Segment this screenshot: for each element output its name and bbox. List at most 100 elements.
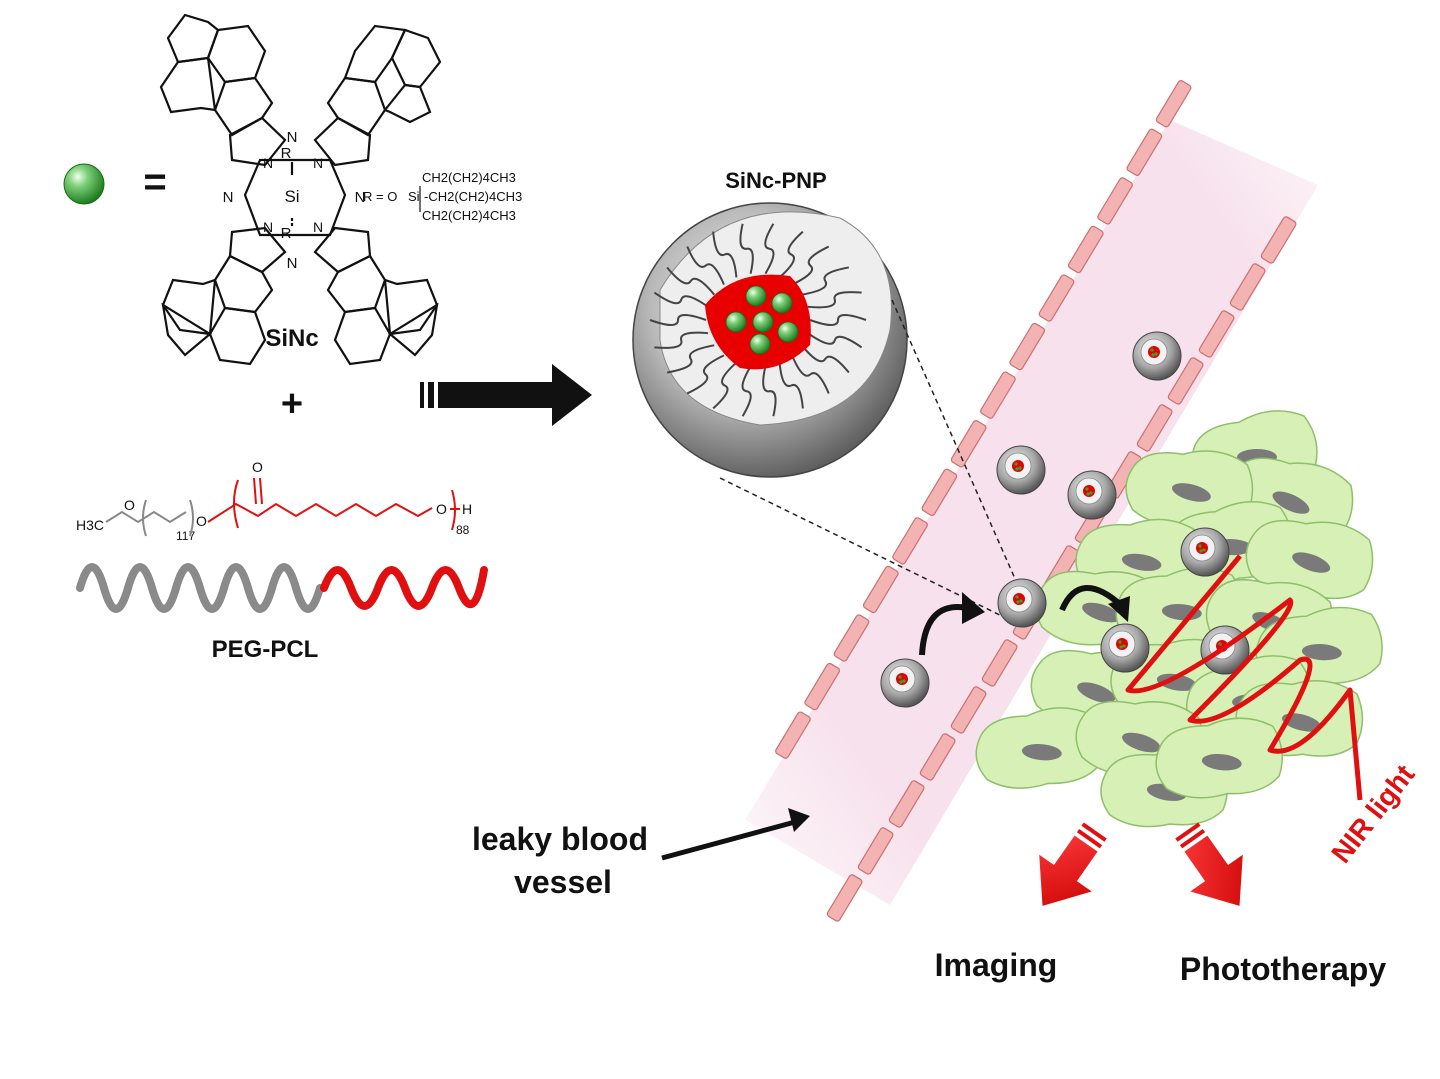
- polymer-chain: [809, 314, 867, 326]
- polymer-chain: [739, 223, 754, 274]
- svg-text:Si: Si: [408, 189, 420, 204]
- vessel-label-line1: leaky blood: [472, 821, 648, 857]
- polymer-chain: [778, 230, 804, 279]
- polymer-chain: [649, 314, 707, 326]
- np-sinc-dot: [1199, 549, 1203, 553]
- extravasation-arrows: [919, 585, 1125, 656]
- svg-text:R: R: [281, 145, 292, 162]
- vessel-wall-segment: [1155, 80, 1192, 128]
- svg-text:N: N: [287, 129, 298, 146]
- sinc-molecule: [771, 292, 793, 314]
- vessel-wall-segment: [1136, 404, 1173, 452]
- small-nanoparticle: [1132, 331, 1182, 381]
- vessel-wall-segment: [892, 517, 928, 565]
- small-nanoparticle: [997, 578, 1047, 628]
- np-sinc-dot: [1085, 487, 1089, 491]
- phototherapy-arrow: [1175, 822, 1243, 906]
- vessel-wall-segment: [1126, 128, 1163, 176]
- vessel-wall-segment: [921, 468, 958, 516]
- vessel-walls: [775, 80, 1297, 922]
- phototherapy-label: Phototherapy: [1180, 951, 1386, 987]
- svg-text:N: N: [263, 155, 273, 171]
- np-sinc-dot: [1150, 348, 1154, 352]
- vessel-wall-segment: [1067, 225, 1104, 274]
- cell-nucleus: [1201, 753, 1242, 771]
- vessel-wall-segment: [919, 733, 956, 781]
- svg-text:O: O: [196, 513, 207, 529]
- vessel-wall-segment: [950, 686, 987, 734]
- vessel-wall-segment: [857, 827, 894, 875]
- polymer-chain: [800, 344, 850, 374]
- cell-nucleus: [1301, 644, 1342, 661]
- imaging-arrow: [1039, 822, 1107, 906]
- polymer-chain: [807, 291, 862, 309]
- vessel-wall-segment: [862, 565, 899, 614]
- nanoparticle-label: SiNc-PNP: [725, 168, 826, 193]
- vessel-wall-segment: [888, 780, 925, 828]
- svg-text:O: O: [124, 497, 135, 513]
- np-sinc-dot: [1016, 600, 1020, 604]
- nir-light-label: NIR light: [1325, 759, 1420, 869]
- svg-text:CH2(CH2)4CH3: CH2(CH2)4CH3: [422, 208, 516, 223]
- np-sinc-dot: [1154, 352, 1158, 356]
- small-nanoparticle: [1100, 623, 1150, 673]
- np-sinc-dot: [1122, 644, 1126, 648]
- svg-text:Si: Si: [284, 187, 299, 206]
- sinc-ball-icon: [63, 163, 105, 205]
- svg-text:R: R: [281, 225, 292, 242]
- small-nanoparticle: [996, 445, 1046, 495]
- svg-text:H3C: H3C: [76, 517, 104, 533]
- np-sinc-dot: [1015, 467, 1019, 471]
- sinc-molecule: [725, 311, 747, 333]
- cell-nucleus: [1121, 553, 1162, 571]
- process-arrow: [420, 364, 592, 426]
- svg-text:H: H: [462, 501, 472, 517]
- vessel-wall-segment: [1009, 322, 1046, 371]
- cell-nucleus: [1156, 673, 1197, 691]
- np-sinc-dot: [1014, 462, 1018, 466]
- vessel-label-line2: vessel: [514, 864, 612, 900]
- svg-text:N: N: [223, 189, 234, 206]
- svg-text:-CH2(CH2)4CH3: -CH2(CH2)4CH3: [424, 189, 522, 204]
- small-nanoparticle: [1180, 527, 1230, 577]
- svg-text:N: N: [287, 255, 298, 272]
- polymer-chain: [666, 266, 716, 296]
- np-sinc-dot: [1151, 353, 1155, 357]
- polymer-chain: [712, 361, 738, 410]
- cell-nucleus: [1171, 483, 1211, 502]
- pcl-coil: [320, 566, 488, 610]
- vessel-wall-segment: [1229, 263, 1266, 311]
- np-sinc-dot: [1089, 491, 1093, 495]
- vessel-wall-segment: [1167, 357, 1204, 405]
- np-sinc-dot: [1218, 642, 1222, 646]
- polymer-chain: [741, 365, 752, 417]
- polymer-chain: [653, 291, 709, 308]
- svg-text:117: 117: [176, 529, 195, 543]
- cell-nucleus: [1292, 552, 1331, 573]
- svg-text:CH2(CH2)4CH3: CH2(CH2)4CH3: [422, 170, 516, 185]
- polymer-chain: [654, 331, 709, 349]
- small-nanoparticles: [880, 331, 1250, 708]
- svg-text:N: N: [313, 155, 323, 171]
- plus-sign: +: [281, 383, 303, 425]
- np-sinc-dot: [899, 680, 903, 684]
- sinc-molecule: [777, 321, 799, 343]
- polymer-chain: [762, 366, 777, 417]
- svg-text:N: N: [355, 189, 366, 206]
- imaging-label: Imaging: [935, 947, 1058, 983]
- svg-text:O: O: [252, 459, 263, 475]
- sinc-molecule: [749, 333, 771, 355]
- sinc-molecule: [752, 311, 774, 333]
- vessel-wall-segment: [980, 371, 1016, 419]
- np-sinc-dot: [1015, 595, 1019, 599]
- vessel-wall-segment: [1097, 177, 1133, 225]
- cell-nucleus: [1272, 491, 1310, 514]
- np-sinc-dot: [902, 679, 906, 683]
- svg-text:N: N: [313, 219, 323, 235]
- svg-text:88: 88: [456, 523, 470, 537]
- np-sinc-dot: [898, 675, 902, 679]
- np-sinc-dot: [1018, 466, 1022, 470]
- svg-text:R = O: R = O: [363, 189, 397, 204]
- zoom-line-top: [891, 299, 1021, 591]
